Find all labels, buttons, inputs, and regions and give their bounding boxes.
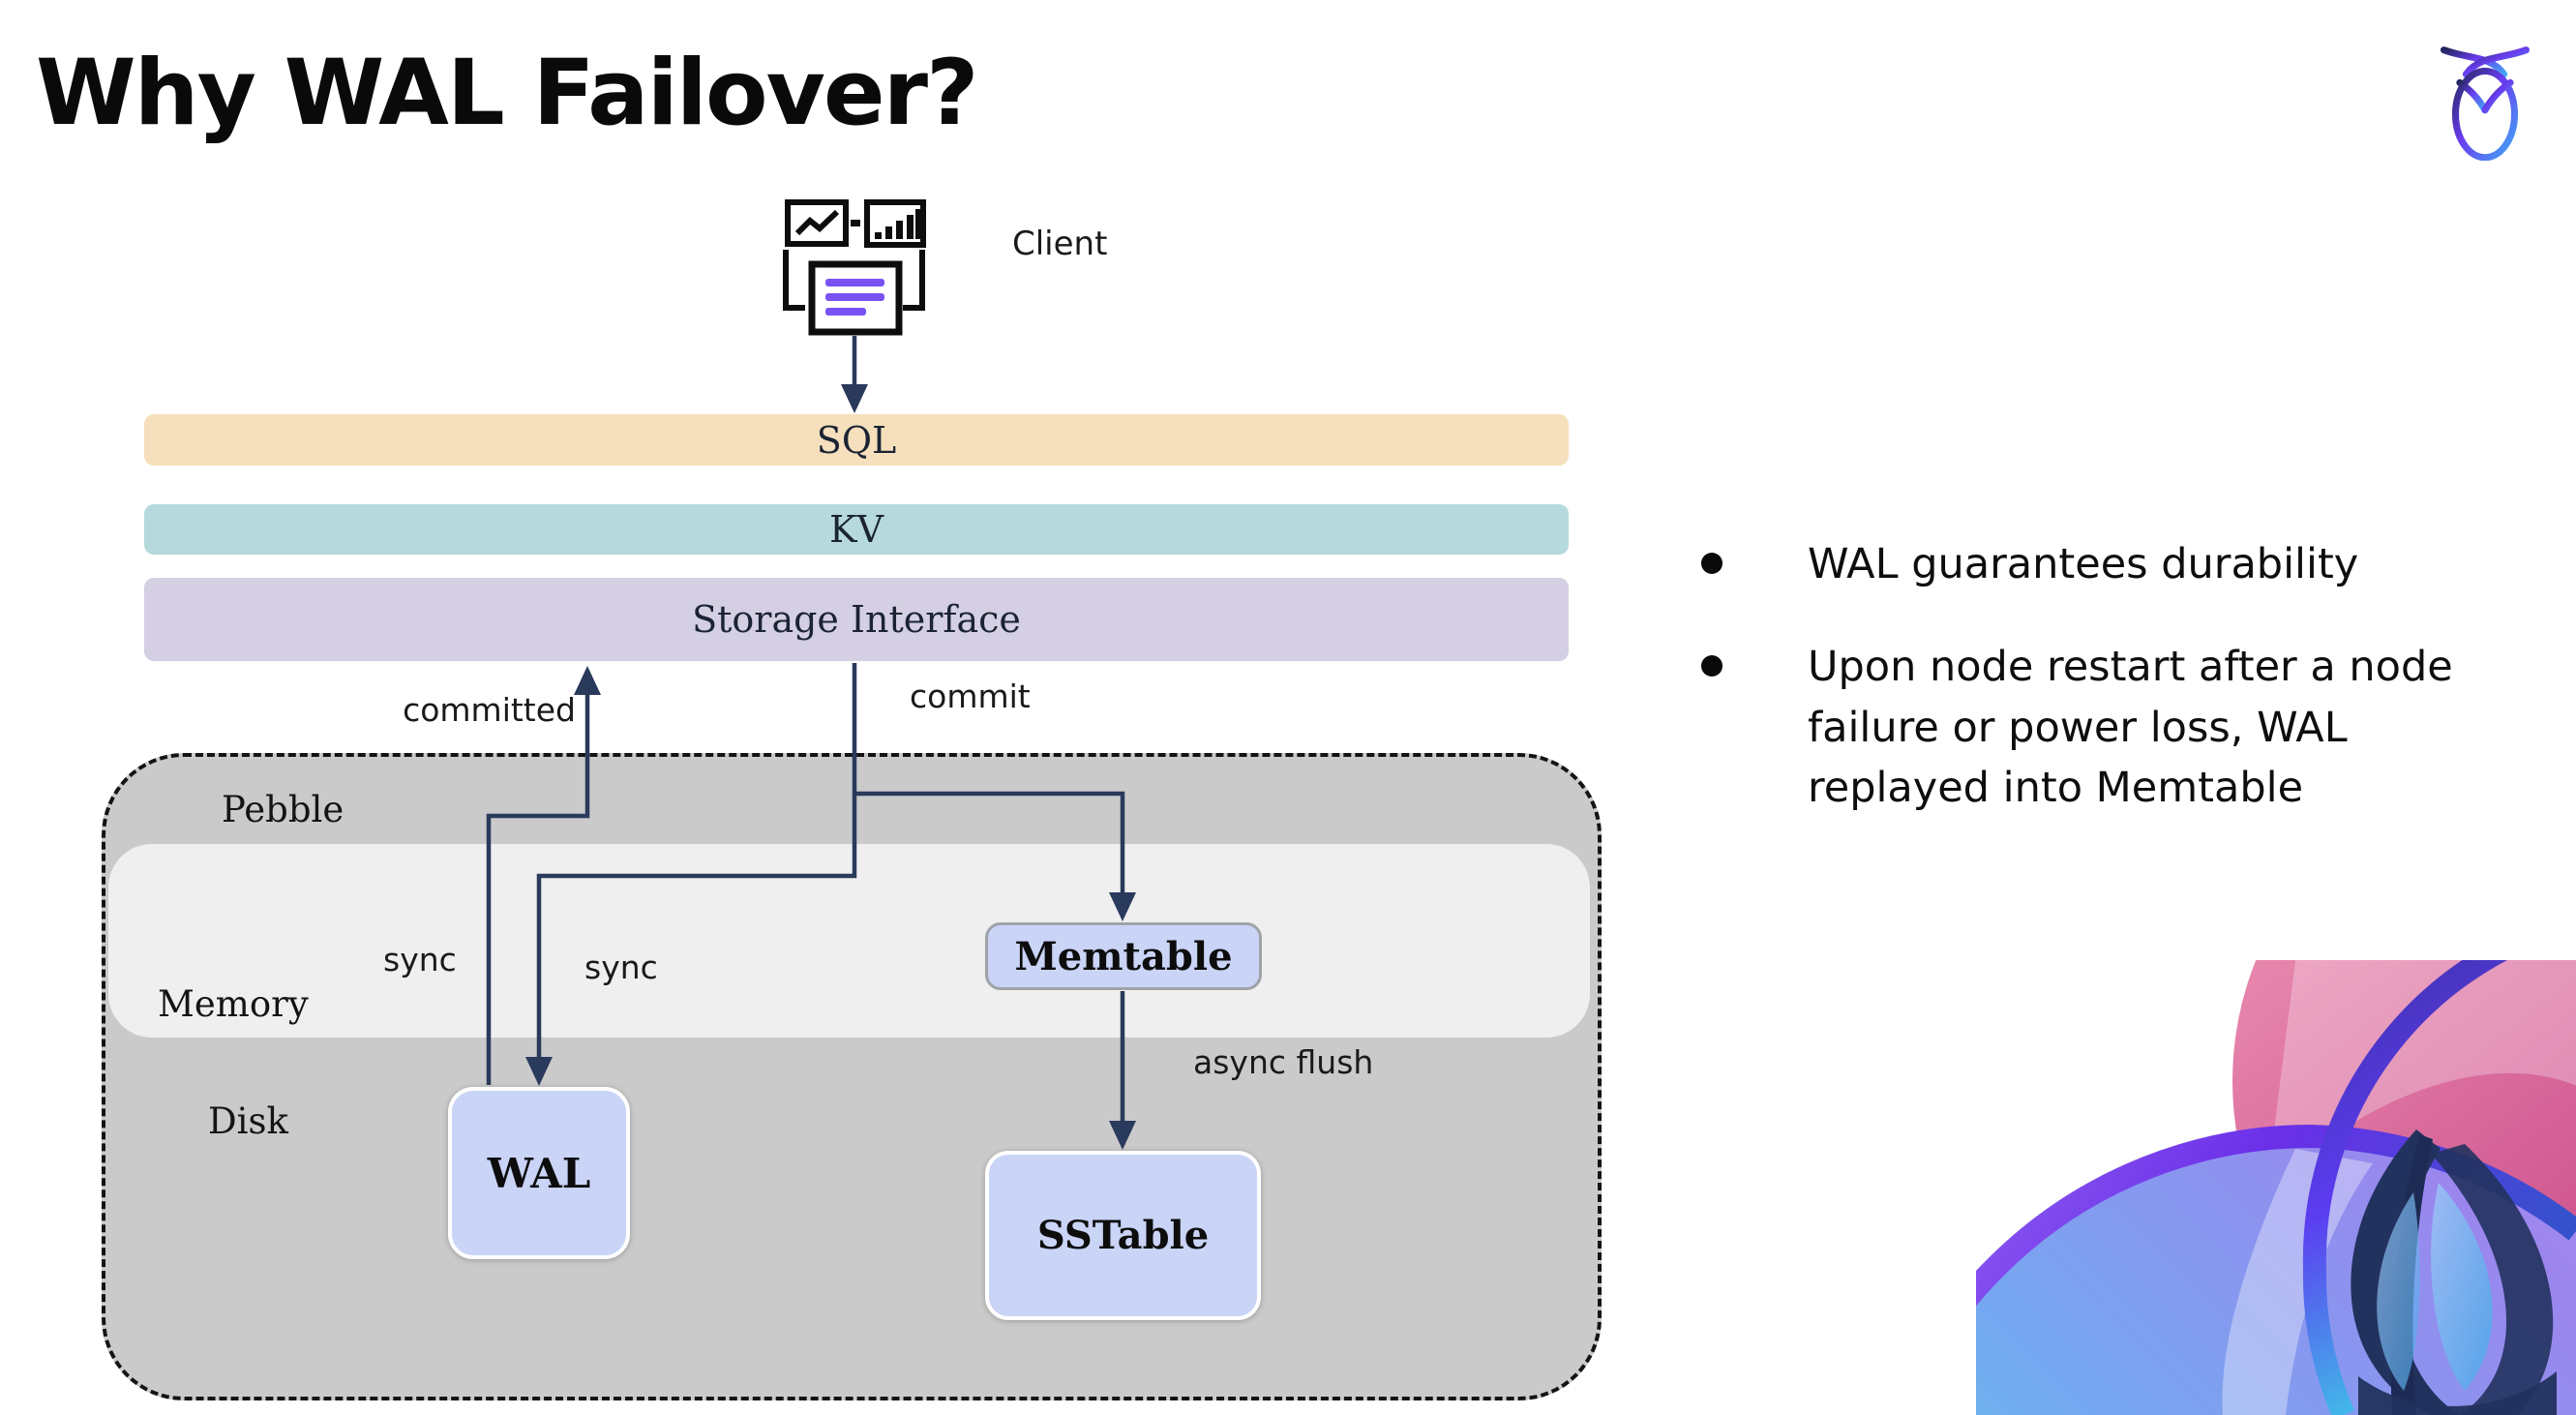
layer-kv-label: KV — [829, 508, 884, 551]
sstable-box: SSTable — [985, 1151, 1261, 1320]
pebble-label: Pebble — [222, 789, 344, 830]
brand-artwork — [1885, 757, 2576, 1415]
commit-label: commit — [910, 677, 1031, 715]
arrowhead-client-sql — [841, 384, 868, 413]
antenna-right — [2462, 46, 2531, 78]
committed-label: committed — [403, 691, 576, 729]
bullet-icon — [1701, 553, 1722, 574]
bullet-list: WAL guarantees durability Upon node rest… — [1701, 534, 2533, 860]
layer-sql-label: SQL — [816, 418, 897, 462]
client-label: Client — [1012, 225, 1108, 263]
wal-label: WAL — [487, 1149, 591, 1197]
bar-chart-icon — [864, 199, 926, 248]
sync-label-left: sync — [383, 941, 457, 978]
bullet-icon — [1701, 655, 1722, 677]
dash-connector — [851, 220, 860, 226]
pink-highlight — [2266, 960, 2576, 1192]
bullet-text: WAL guarantees durability — [1808, 540, 2359, 588]
cockroachdb-logo-icon — [2437, 43, 2533, 162]
memtable-label: Memtable — [1014, 933, 1233, 979]
list-item: Upon node restart after a node failure o… — [1701, 637, 2533, 818]
layer-kv: KV — [144, 504, 1569, 555]
layer-sql: SQL — [144, 414, 1569, 466]
vein-left — [2456, 78, 2489, 114]
bracket-right — [903, 250, 925, 311]
arrowhead-committed — [574, 666, 601, 695]
line-chart-stroke — [794, 209, 840, 236]
disk-label: Disk — [208, 1100, 288, 1142]
sync-label-right: sync — [584, 948, 658, 986]
vein-right — [2481, 78, 2514, 114]
layer-storage-label: Storage Interface — [692, 598, 1021, 641]
memory-label: Memory — [158, 983, 309, 1025]
wal-box: WAL — [448, 1087, 630, 1259]
sstable-label: SSTable — [1036, 1213, 1210, 1258]
petal-gap — [2222, 1149, 2373, 1415]
bracket-left — [783, 250, 805, 311]
memtable-box: Memtable — [985, 922, 1262, 990]
client-icon — [774, 190, 939, 345]
async-flush-label: async flush — [1193, 1043, 1374, 1081]
navy-leaf-motif — [2351, 1129, 2557, 1415]
layer-storage-interface: Storage Interface — [144, 578, 1569, 661]
memory-band — [108, 844, 1590, 1038]
page-title: Why WAL Failover? — [36, 41, 979, 146]
list-item: WAL guarantees durability — [1701, 534, 2533, 594]
antenna-left — [2440, 46, 2508, 78]
bullet-text: Upon node restart after a node failure o… — [1808, 643, 2453, 813]
